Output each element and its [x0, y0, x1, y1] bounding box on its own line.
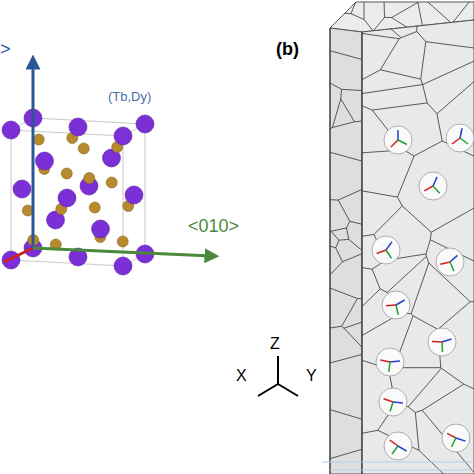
axis-triad: [258, 356, 298, 396]
axis-label: Z: [270, 336, 280, 352]
panel-label: (b): [276, 40, 299, 58]
crystal-structure: [2, 62, 212, 275]
axis-label: Y: [306, 368, 317, 384]
axis-label: <010>: [188, 217, 239, 235]
element-label: (Tb,Dy): [108, 90, 151, 103]
grain-model: [322, 0, 474, 474]
axis-label: >: [0, 40, 11, 58]
axis-label: X: [236, 368, 247, 384]
